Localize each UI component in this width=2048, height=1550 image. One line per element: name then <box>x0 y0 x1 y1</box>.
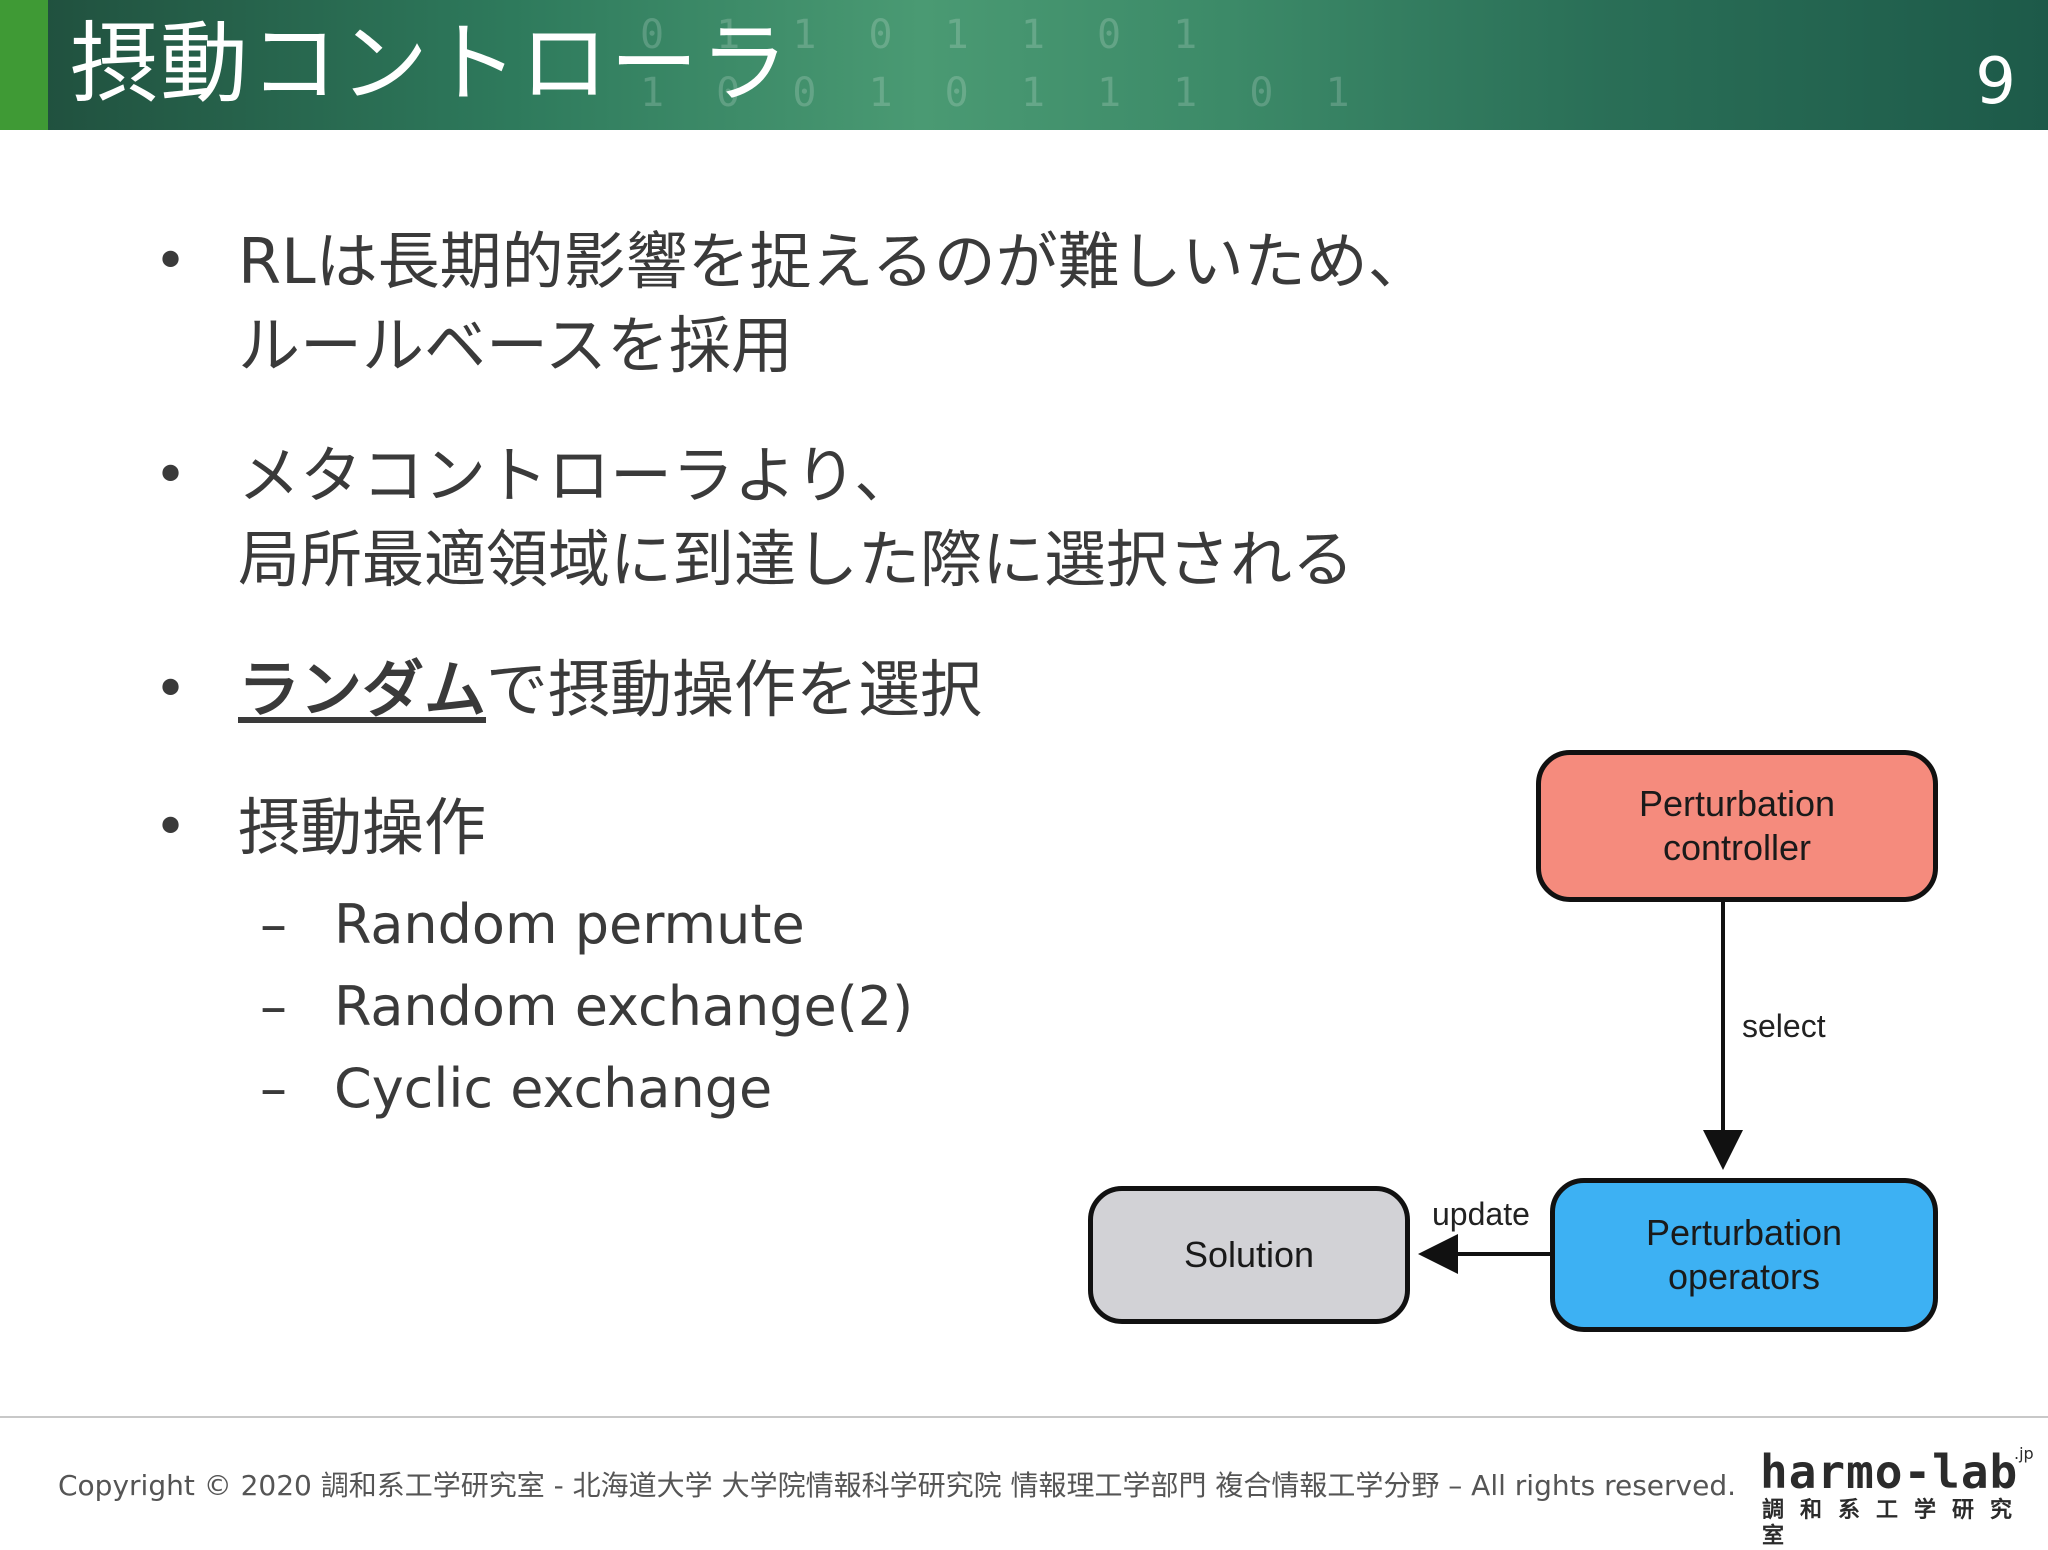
binary-background-pattern: 0 1 1 0 1 1 0 1 1 0 0 1 0 1 1 1 0 1 0 1 … <box>640 12 1364 130</box>
footer-divider <box>0 1416 2048 1418</box>
sub-bullet-marker: – <box>260 893 287 956</box>
sub-bullet-item: – Cyclic exchange <box>260 1054 772 1124</box>
solution-label: Solution <box>1183 1234 1315 1275</box>
select-edge-label: select <box>1742 1008 1826 1044</box>
sub-bullet-text: Random permute <box>334 893 805 956</box>
diagram-arrows <box>1418 902 1743 1274</box>
bullet-item: • ランダムで摂動操作を選択 <box>150 648 982 732</box>
sub-bullet-item: – Random permute <box>260 890 805 960</box>
solution-box: Solution <box>1088 1186 1410 1324</box>
bullet-marker: • <box>154 443 188 508</box>
harmo-lab-logo: harmo-lab .jp 調和系工学研究室 <box>1760 1444 2034 1549</box>
update-edge-label: update <box>1432 1196 1530 1232</box>
copyright-notice: Copyright © 2020 調和系工学研究室 - 北海道大学 大学院情報科… <box>58 1469 1736 1502</box>
bullet-text: で摂動操作を選択 <box>486 653 983 726</box>
logo-text: harmo-lab <box>1760 1445 2019 1499</box>
logo-subtitle: 調和系工学研究室 <box>1762 1498 2029 1549</box>
bullet-text: RLは長期的影響を捉えるのが難しいため、 ルールベースを採用 <box>238 225 1430 382</box>
bullet-marker: • <box>154 657 188 722</box>
perturbation-controller-box: Perturbation controller <box>1536 750 1938 902</box>
bullet-text: 摂動操作 <box>238 791 487 864</box>
perturbation-operators-box: Perturbation operators <box>1550 1178 1938 1332</box>
controller-label: Perturbation controller <box>1638 783 1836 868</box>
header-accent-bar <box>0 0 48 130</box>
page-number: 9 <box>1975 45 2016 119</box>
perturbation-diagram: Perturbation controller Perturbation ope… <box>1080 740 1960 1340</box>
bullet-item: • RLは長期的影響を捉えるのが難しいため、 ルールベースを採用 <box>150 220 1430 388</box>
bullet-text: メタコントローラより、 局所最適領域に到達した際に選択される <box>238 439 1355 596</box>
sub-bullet-text: Random exchange(2) <box>334 975 914 1038</box>
operators-label: Perturbation operators <box>1645 1212 1843 1297</box>
bullet-emphasis: ランダム <box>238 653 487 726</box>
bullet-marker: • <box>154 795 188 860</box>
bullet-marker: • <box>154 229 188 294</box>
sub-bullet-marker: – <box>260 975 287 1038</box>
slide-header: 0 1 1 0 1 1 0 1 1 0 0 1 0 1 1 1 0 1 0 1 … <box>0 0 2048 130</box>
slide-title: 摂動コントローラ <box>70 12 791 115</box>
bullet-item: • メタコントローラより、 局所最適領域に到達した際に選択される <box>150 434 1354 602</box>
logo-suffix: .jp <box>2014 1444 2034 1463</box>
sub-bullet-marker: – <box>260 1057 287 1120</box>
sub-bullet-item: – Random exchange(2) <box>260 972 913 1042</box>
sub-bullet-text: Cyclic exchange <box>334 1057 773 1120</box>
bullet-item: • 摂動操作 <box>150 786 486 870</box>
